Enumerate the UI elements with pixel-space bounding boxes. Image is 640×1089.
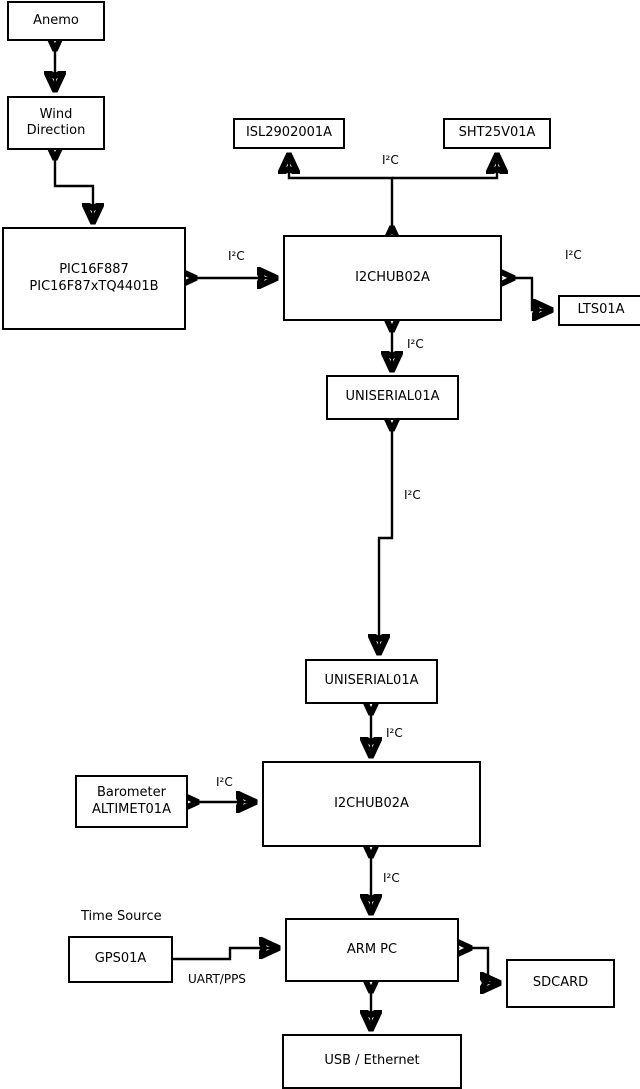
connector-armpc-sdcard (469, 948, 498, 983)
edge-label-i2c-uniserial-hub: I²C (386, 726, 403, 740)
connector-i2chub-top-sensors (289, 156, 497, 229)
edge-label-i2c-pic-hub: I²C (228, 249, 245, 263)
edge-label-uart-pps: UART/PPS (188, 972, 246, 986)
edge-label-i2c-uniserial-link: I²C (404, 488, 421, 502)
node-arm-pc[interactable]: ARM PC (285, 918, 459, 982)
edge-label-i2c-hub-uniserial: I²C (407, 337, 424, 351)
edge-label-i2c-hub-armpc: I²C (383, 871, 400, 885)
node-i2chub02a-top[interactable]: I2CHUB02A (283, 235, 502, 321)
connector-i2chub-top-lts01a (512, 278, 550, 310)
node-sdcard[interactable]: SDCARD (506, 959, 615, 1008)
edge-label-i2c-hub-lts: I²C (565, 248, 582, 262)
node-wind-direction[interactable]: Wind Direction (7, 96, 105, 150)
node-uniserial01a-top[interactable]: UNISERIAL01A (326, 375, 459, 420)
edge-label-i2c-barometer-hub: I²C (216, 775, 233, 789)
node-sht25v01a[interactable]: SHT25V01A (443, 118, 551, 149)
node-i2chub02a-bottom[interactable]: I2CHUB02A (262, 761, 481, 847)
node-usb-ethernet[interactable]: USB / Ethernet (282, 1034, 462, 1089)
connector-gps01a-armpc (173, 948, 277, 961)
node-barometer-altimet01a[interactable]: Barometer ALTIMET01A (75, 775, 188, 828)
node-uniserial01a-bottom[interactable]: UNISERIAL01A (305, 659, 438, 704)
node-pic-microcontroller[interactable]: PIC16F887 PIC16F87xTQ4401B (2, 227, 186, 330)
connector-uniserial-top-uniserial-bottom (379, 428, 392, 652)
edge-label-i2c-sensor-bus: I²C (382, 153, 399, 167)
connector-winddirection-pic (55, 157, 93, 221)
node-isl2902001a[interactable]: ISL2902001A (233, 118, 345, 149)
node-anemo[interactable]: Anemo (7, 1, 105, 41)
node-gps01a[interactable]: GPS01A (68, 936, 173, 983)
label-time-source: Time Source (81, 909, 162, 924)
node-lts01a[interactable]: LTS01A (558, 295, 640, 326)
